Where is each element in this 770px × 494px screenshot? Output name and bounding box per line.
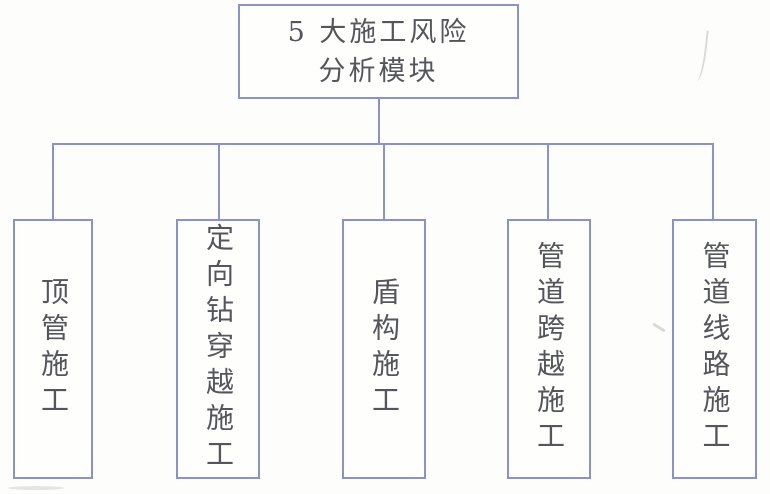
child-node-label: 顶管施工	[37, 277, 70, 421]
root-node-label-line-2: 分析模块	[318, 55, 439, 87]
connector-drop-5	[712, 144, 714, 220]
child-node-label: 盾构施工	[368, 277, 401, 421]
child-node-label: 管道跨越施工	[533, 241, 566, 457]
scan-artifact-tick	[652, 322, 666, 333]
connector-drop-4	[547, 144, 549, 220]
root-node-label-line-1: 5 大施工风险	[287, 16, 470, 48]
child-node-label: 定向钻穿越施工	[202, 223, 235, 475]
child-node-pipe-jacking: 顶管施工	[13, 219, 93, 479]
connector-drop-2	[218, 144, 220, 220]
child-node-pipeline-spanning: 管道跨越施工	[507, 219, 591, 479]
child-node-directional-drilling-crossing: 定向钻穿越施工	[176, 219, 260, 479]
child-node-label: 管道线路施工	[698, 241, 732, 457]
connector-stem	[378, 99, 380, 145]
connector-drop-1	[52, 144, 54, 220]
connector-drop-3	[383, 144, 385, 220]
scan-artifact-scratch	[693, 29, 709, 83]
root-node-risk-analysis-module: 5 大施工风险 分析模块	[238, 4, 519, 99]
child-node-shield-tunneling: 盾构施工	[342, 219, 426, 479]
child-node-pipeline-route: 管道线路施工	[672, 219, 757, 479]
scan-artifact-smudge	[8, 486, 64, 490]
